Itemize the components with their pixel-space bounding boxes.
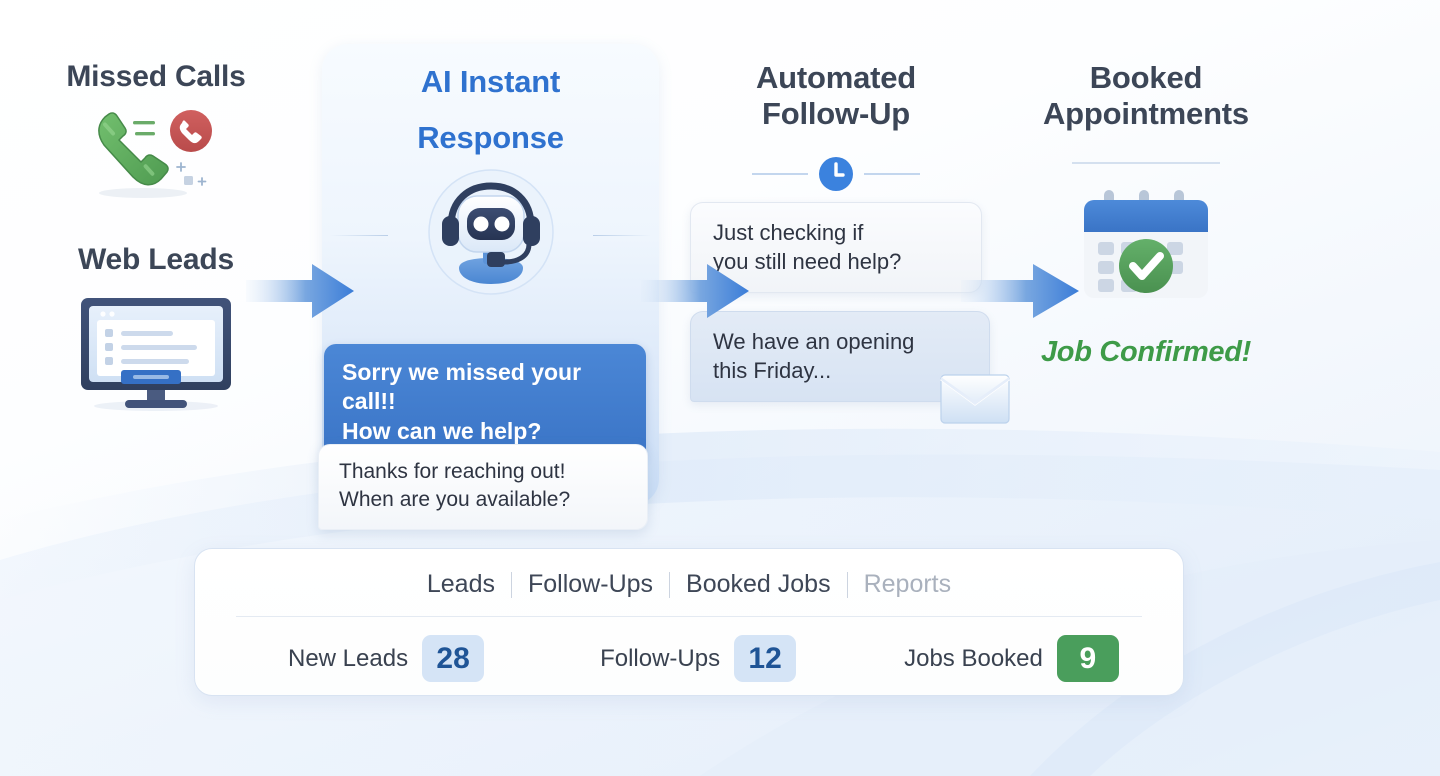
stat-new-leads-value: 28 [422,635,485,682]
flow-arrow-sources-to-ai [246,264,354,318]
followup-title-line2: Follow-Up [762,95,910,131]
clock-line-left [752,172,808,175]
web-leads-block: Web Leads [36,201,276,412]
missed-calls-block: Missed Calls [36,60,276,201]
sources-column: Missed Calls [36,60,276,412]
booked-title-line2: Appointments [1043,95,1249,131]
stat-jobs-booked-label: Jobs Booked [904,644,1043,672]
followup-message-1-line1: Just checking if [713,219,864,245]
clock-icon [819,156,853,191]
robot-headset-icon [427,169,554,295]
followup-message-1: Just checking if you still need help? [690,201,982,293]
followup-message-2-line2: this Friday... [713,358,832,383]
automated-followup-column: Automated Follow-Up Just checking if you… [690,60,1010,424]
stat-new-leads: New Leads 28 [288,635,485,682]
followup-message-2-line1: We have an opening [713,328,915,354]
tab-leads[interactable]: Leads [426,570,495,598]
followup-message-2: We have an opening this Friday... [690,310,1010,424]
followup-title-line1: Automated [755,60,917,95]
flow-arrow-followup-to-booked [961,264,1079,318]
followup-message-1-line2: you still need help? [713,248,902,274]
calendar-check-icon [1084,189,1208,298]
envelope-icon [940,374,1010,424]
bot-divider-left [330,234,388,236]
stat-jobs-booked-value: 9 [1056,635,1119,682]
dashboard-stats: New Leads 28 Follow-Ups 12 Jobs Booked 9 [236,635,1142,682]
stat-follow-ups-value: 12 [734,635,797,682]
desktop-web-form-icon [81,297,231,411]
tab-booked-jobs[interactable]: Booked Jobs [686,570,831,598]
chat-bubble-inbound-line1: Thanks for reaching out! [339,460,566,483]
clock-line-right [864,172,920,175]
stat-new-leads-label: New Leads [288,644,409,672]
chat-bubble-inbound-line2: When are you available? [339,488,571,512]
chat-bubble-inbound: Thanks for reaching out! When are you av… [318,444,648,531]
bot-divider-right [593,234,651,236]
booked-appointments-column: Booked Appointments [1000,60,1292,369]
followup-clock-row [690,152,982,196]
booked-title-line1: Booked [1089,60,1203,95]
stat-follow-ups: Follow-Ups 12 [600,635,797,682]
dashboard-divider [236,616,1142,617]
dashboard-card: Leads Follow-Ups Booked Jobs Reports New… [194,548,1184,696]
ai-panel-title-line1: AI Instant [420,64,561,99]
tab-reports[interactable]: Reports [863,570,952,598]
dashboard-tabs: Leads Follow-Ups Booked Jobs Reports [411,570,967,599]
missed-calls-label: Missed Calls [66,60,246,93]
stat-follow-ups-label: Follow-Ups [600,644,721,672]
chat-bubble-outbound-line2: How can we help? [342,417,542,444]
stat-jobs-booked: Jobs Booked 9 [904,635,1119,682]
missed-call-phone-icon [98,109,212,198]
chat-bubble-outbound-line1: Sorry we missed your call!! [342,359,582,415]
ai-panel-title-line2: Response [417,119,564,155]
booked-divider [1072,161,1220,164]
flow-arrow-ai-to-followup [641,264,749,318]
ai-instant-response-panel: AI Instant Response [318,44,659,531]
web-leads-label: Web Leads [77,242,235,276]
bot-illustration-row [322,166,659,304]
tab-follow-ups[interactable]: Follow-Ups [528,570,654,598]
job-confirmed-label: Job Confirmed! [1040,335,1252,368]
